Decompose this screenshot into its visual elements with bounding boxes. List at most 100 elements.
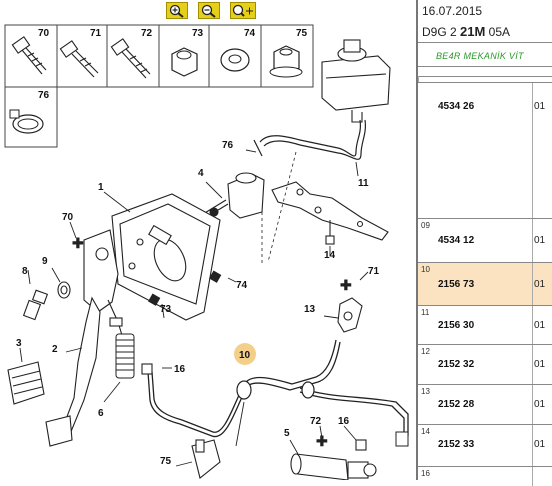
row-index: 10 bbox=[421, 265, 430, 274]
zoom-toolbar bbox=[0, 0, 416, 22]
callout-6[interactable]: 6 bbox=[98, 408, 104, 419]
callout-4[interactable]: 4 bbox=[198, 168, 204, 179]
svg-text:73: 73 bbox=[192, 28, 204, 39]
master-cylinder-4[interactable] bbox=[189, 172, 265, 227]
bracket-75[interactable] bbox=[191, 439, 221, 479]
svg-text:71: 71 bbox=[90, 28, 102, 39]
parts-diagram-panel: 70 71 72 bbox=[0, 0, 416, 480]
row-index: 14 bbox=[421, 427, 430, 436]
legend-box-71[interactable]: 71 bbox=[56, 24, 108, 88]
parts-row[interactable]: 16 bbox=[418, 466, 552, 486]
callout-71[interactable]: 71 bbox=[368, 266, 380, 277]
legend-box-72[interactable]: 72 bbox=[106, 24, 160, 88]
grommet-10b[interactable] bbox=[301, 381, 315, 399]
part-reference[interactable]: 4534 12 bbox=[438, 235, 475, 246]
legend-box-75[interactable]: 75 bbox=[260, 24, 314, 88]
svg-text:76: 76 bbox=[38, 90, 50, 101]
callout-10-highlight bbox=[234, 343, 256, 365]
bracket-14[interactable] bbox=[271, 181, 389, 245]
column-divider bbox=[532, 263, 533, 305]
part-reference[interactable]: 4534 26 bbox=[438, 101, 475, 112]
panel-divider[interactable] bbox=[416, 0, 418, 480]
hose-11[interactable] bbox=[259, 119, 367, 160]
callout-8[interactable]: 8 bbox=[22, 266, 28, 277]
callout-76[interactable]: 76 bbox=[222, 140, 234, 151]
part-quantity: 01 bbox=[534, 439, 546, 450]
callout-75[interactable]: 75 bbox=[160, 456, 172, 467]
grommet-10[interactable] bbox=[236, 380, 252, 400]
slave-cylinder-5[interactable] bbox=[290, 453, 377, 480]
legend-box-76[interactable]: 76 bbox=[4, 86, 58, 148]
part-quantity: 01 bbox=[534, 359, 546, 370]
hydraulic-line-10[interactable] bbox=[147, 339, 409, 438]
row-index: 16 bbox=[421, 469, 430, 478]
zoom-in-button[interactable] bbox=[166, 2, 188, 19]
clip-73[interactable] bbox=[148, 293, 161, 306]
svg-text:72: 72 bbox=[141, 28, 153, 39]
pedal-pad-3[interactable] bbox=[7, 361, 45, 405]
column-divider bbox=[532, 345, 533, 384]
column-divider bbox=[532, 83, 533, 218]
pedal-box-1[interactable] bbox=[111, 193, 221, 321]
zoom-out-button[interactable] bbox=[198, 2, 220, 19]
parts-row[interactable]: 14 2152 33 01 bbox=[418, 424, 552, 466]
clip-13[interactable] bbox=[337, 297, 363, 333]
callout-1[interactable]: 1 bbox=[98, 182, 104, 193]
callout-9[interactable]: 9 bbox=[42, 256, 48, 267]
callout-14[interactable]: 14 bbox=[324, 250, 336, 261]
callout-16b[interactable]: 16 bbox=[338, 416, 350, 427]
pedal-pad-lower[interactable] bbox=[45, 415, 73, 447]
callout-74[interactable]: 74 bbox=[236, 280, 248, 291]
column-divider bbox=[532, 219, 533, 262]
callout-73[interactable]: 73 bbox=[160, 304, 172, 315]
fitting-16[interactable] bbox=[141, 363, 367, 451]
part-reference[interactable]: 2156 73 bbox=[438, 279, 475, 290]
row-index: 13 bbox=[421, 387, 430, 396]
legend-box-74[interactable]: 74 bbox=[208, 24, 262, 88]
callout-10[interactable]: 10 bbox=[239, 350, 251, 361]
fluid-reservoir[interactable] bbox=[321, 39, 391, 123]
part-reference[interactable]: 2156 30 bbox=[438, 320, 475, 331]
column-divider bbox=[532, 425, 533, 466]
line-fitting[interactable] bbox=[395, 431, 409, 447]
callout-labels: 1 2 3 4 5 6 8 9 10 11 13 14 16 16 70 71 … bbox=[16, 140, 380, 467]
callout-11[interactable]: 11 bbox=[358, 178, 369, 189]
callout-3[interactable]: 3 bbox=[16, 338, 22, 349]
header-divider-2 bbox=[418, 66, 552, 67]
bushing-9[interactable] bbox=[57, 281, 71, 299]
line-connector-12[interactable] bbox=[253, 139, 263, 157]
callout-13[interactable]: 13 bbox=[304, 304, 316, 315]
svg-text:70: 70 bbox=[38, 28, 50, 39]
row-index: 12 bbox=[421, 347, 430, 356]
callout-16[interactable]: 16 bbox=[174, 364, 186, 375]
part-quantity: 01 bbox=[534, 320, 546, 331]
part-reference[interactable]: 2152 28 bbox=[438, 399, 475, 410]
vehicle-code: D9G 2 21M 05A bbox=[422, 24, 510, 39]
gearbox-subtitle: BE4R MEKANİK VİT bbox=[436, 51, 524, 61]
column-divider bbox=[532, 385, 533, 424]
bolt-8[interactable] bbox=[22, 289, 49, 321]
callout-2[interactable]: 2 bbox=[52, 344, 58, 355]
vehicle-code-prefix: D9G 2 bbox=[422, 25, 461, 39]
pedal-assembly[interactable] bbox=[61, 229, 125, 435]
legend-box-73[interactable]: 73 bbox=[158, 24, 210, 88]
callout-70[interactable]: 70 bbox=[62, 212, 74, 223]
callout-72[interactable]: 72 bbox=[310, 416, 322, 427]
legend-box-70[interactable]: 70 bbox=[4, 24, 58, 88]
zoom-in-icon bbox=[169, 4, 184, 18]
part-reference[interactable]: 2152 32 bbox=[438, 359, 475, 370]
clip-74[interactable] bbox=[209, 270, 222, 283]
parts-row[interactable]: 12 2152 32 01 bbox=[418, 344, 552, 384]
callout-5[interactable]: 5 bbox=[284, 428, 290, 439]
assist-spring-6[interactable] bbox=[115, 333, 135, 379]
part-reference[interactable]: 2152 33 bbox=[438, 439, 475, 450]
zoom-pan-button[interactable] bbox=[230, 2, 256, 19]
header-divider-3 bbox=[418, 76, 552, 77]
assembly-guide bbox=[261, 151, 297, 266]
fastener-71-marker: ✚ bbox=[340, 277, 352, 293]
